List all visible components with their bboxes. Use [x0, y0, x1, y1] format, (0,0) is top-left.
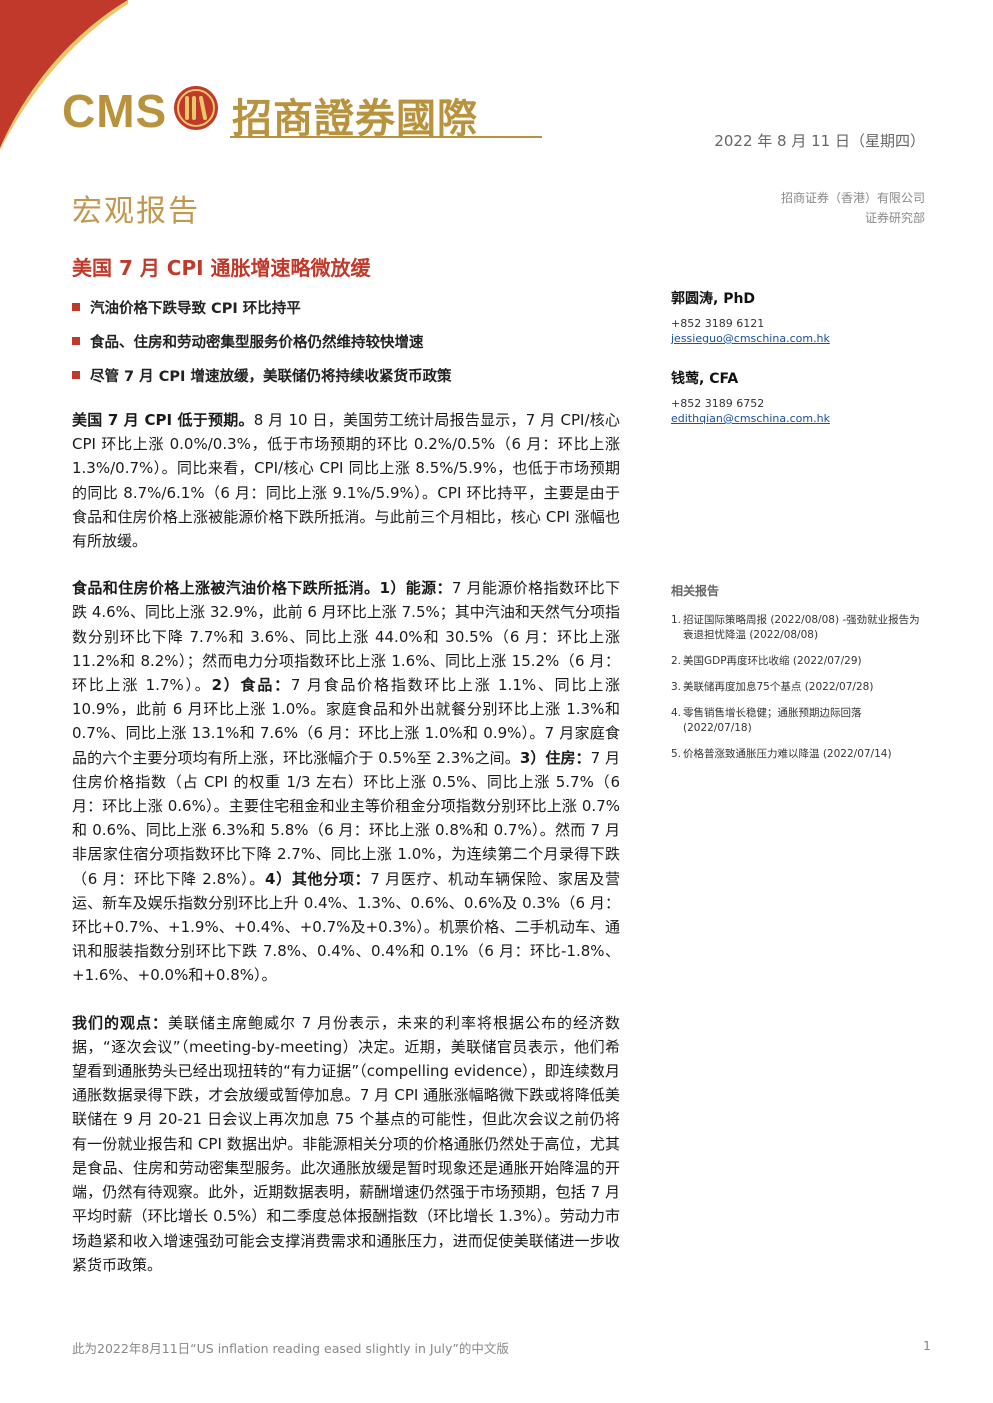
paragraph-text: 8 月 10 日，美国劳工统计局报告显示，7 月 CPI/核心 CPI 环比上涨… — [72, 411, 620, 551]
author-email-link[interactable]: edithqian@cmschina.com.hk — [671, 412, 830, 425]
related-report-text: 美联储再度加息75个基点 (2022/07/28) — [683, 681, 874, 693]
related-report-item: 5.价格普涨致通胀压力难以降温 (2022/07/14) — [671, 747, 926, 762]
logo-underline — [230, 136, 542, 138]
paragraph-our-view: 我们的观点：美联储主席鲍威尔 7 月份表示，未来的利率将根据公布的经济数据，“逐… — [72, 1011, 620, 1277]
highlight-text: 尽管 7 月 CPI 增速放缓，美联储仍将持续收紧货币政策 — [90, 368, 452, 385]
highlight-item: 尽管 7 月 CPI 增速放缓，美联储仍将持续收紧货币政策 — [72, 358, 642, 392]
related-report-text: 美国GDP再度环比收缩 (2022/07/29) — [683, 655, 862, 667]
paragraph-text: 7 月住房价格指数（占 CPI 的权重 1/3 左右）环比上涨 0.5%、同比上… — [72, 748, 621, 888]
related-report-text: 价格普涨致通胀压力难以降温 (2022/07/14) — [683, 748, 892, 760]
related-report-number: 2. — [671, 655, 682, 667]
related-report-text: 招证国际策略周报 (2022/08/08) -强劲就业报告为衰退担忧降温 (20… — [683, 614, 920, 641]
paragraph-text: 7 月医疗、机动车辆保险、家居及营运、新车及娱乐指数分别环比上升 0.4%、1.… — [72, 869, 620, 985]
paragraph-text: 7 月能源价格指数环比下跌 4.6%、同比上涨 32.9%，此前 6 月环比上涨… — [72, 579, 620, 695]
related-report-number: 4. — [671, 707, 682, 719]
author-email-link[interactable]: jessieguo@cmschina.com.hk — [671, 332, 830, 345]
paragraph-text: 7 月食品价格指数环比上涨 1.1%、同比上涨 10.9%，此前 6 月环比上涨… — [72, 676, 620, 767]
highlight-text: 食品、住房和劳动密集型服务价格仍然维持较快增速 — [90, 334, 424, 351]
related-report-number: 3. — [671, 681, 682, 693]
footer-note: 此为2022年8月11日“US inflation reading eased … — [72, 1341, 509, 1356]
related-reports-list: 1.招证国际策略周报 (2022/08/08) -强劲就业报告为衰退担忧降温 (… — [671, 613, 926, 762]
highlights-list: 汽油价格下跌导致 CPI 环比持平 食品、住房和劳动密集型服务价格仍然维持较快增… — [72, 290, 642, 392]
logo-chinese-text: 招商證券國際 — [232, 95, 478, 142]
company-logo: CMS 招商證券國際 — [62, 80, 542, 142]
author-card: 钱莺, CFA +852 3189 6752 edithqian@cmschin… — [671, 368, 931, 426]
related-reports-title: 相关报告 — [671, 584, 720, 598]
related-report-number: 5. — [671, 748, 682, 760]
author-phone: +852 3189 6121 — [671, 317, 765, 330]
bullet-square-icon — [72, 371, 80, 379]
paragraph-text: 美联储主席鲍威尔 7 月份表示，未来的利率将根据公布的经济数据，“逐次会议”（m… — [72, 1013, 620, 1274]
paragraph-lead: 食品和住房价格上涨被汽油价格下跌所抵消。1）能源： — [72, 579, 452, 598]
related-report-text: 零售销售增长稳健；通胀预期边际回落 (2022/07/18) — [683, 707, 862, 734]
bullet-square-icon — [72, 337, 80, 345]
report-body: 美国 7 月 CPI 低于预期。8 月 10 日，美国劳工统计局报告显示，7 月… — [72, 408, 620, 1300]
report-date: 2022 年 8 月 11 日（星期四） — [714, 132, 925, 150]
author-name: 郭圆涛, PhD — [671, 291, 756, 307]
paragraph-lead: 2）食品： — [211, 676, 291, 695]
related-report-item: 3.美联储再度加息75个基点 (2022/07/28) — [671, 680, 926, 695]
highlight-text: 汽油价格下跌导致 CPI 环比持平 — [90, 300, 301, 317]
page-number: 1 — [923, 1338, 931, 1353]
author-phone: +852 3189 6752 — [671, 397, 765, 410]
paragraph-lead: 我们的观点： — [72, 1013, 168, 1032]
highlight-item: 汽油价格下跌导致 CPI 环比持平 — [72, 290, 642, 324]
paragraph-lead: 3）住房： — [519, 748, 591, 767]
logo-cms-text: CMS — [62, 85, 168, 137]
report-title: 美国 7 月 CPI 通胀增速略微放缓 — [72, 256, 371, 280]
logo-badge-icon — [174, 86, 218, 130]
related-report-number: 1. — [671, 614, 682, 626]
paragraph-lead: 美国 7 月 CPI 低于预期。 — [72, 411, 254, 429]
related-report-item: 4.零售销售增长稳健；通胀预期边际回落 (2022/07/18) — [671, 706, 926, 736]
bullet-square-icon — [72, 303, 80, 311]
highlight-item: 食品、住房和劳动密集型服务价格仍然维持较快增速 — [72, 324, 642, 358]
author-card: 郭圆涛, PhD +852 3189 6121 jessieguo@cmschi… — [671, 288, 931, 346]
company-info: 招商证券（香港）有限公司 证券研究部 — [781, 188, 925, 228]
corner-decoration — [0, 0, 128, 150]
related-reports: 相关报告 1.招证国际策略周报 (2022/08/08) -强劲就业报告为衰退担… — [671, 582, 926, 773]
related-report-item: 1.招证国际策略周报 (2022/08/08) -强劲就业报告为衰退担忧降温 (… — [671, 613, 926, 643]
paragraph-cpi-summary: 美国 7 月 CPI 低于预期。8 月 10 日，美国劳工统计局报告显示，7 月… — [72, 408, 620, 553]
paragraph-lead: 4）其他分项： — [265, 869, 371, 888]
author-name: 钱莺, CFA — [671, 371, 739, 387]
authors-panel: 郭圆涛, PhD +852 3189 6121 jessieguo@cmschi… — [671, 288, 931, 448]
company-department: 证券研究部 — [864, 211, 925, 225]
paragraph-components: 食品和住房价格上涨被汽油价格下跌所抵消。1）能源：7 月能源价格指数环比下跌 4… — [72, 576, 620, 987]
report-type: 宏观报告 — [72, 194, 200, 229]
related-report-item: 2.美国GDP再度环比收缩 (2022/07/29) — [671, 654, 926, 669]
company-name: 招商证券（香港）有限公司 — [780, 191, 925, 205]
